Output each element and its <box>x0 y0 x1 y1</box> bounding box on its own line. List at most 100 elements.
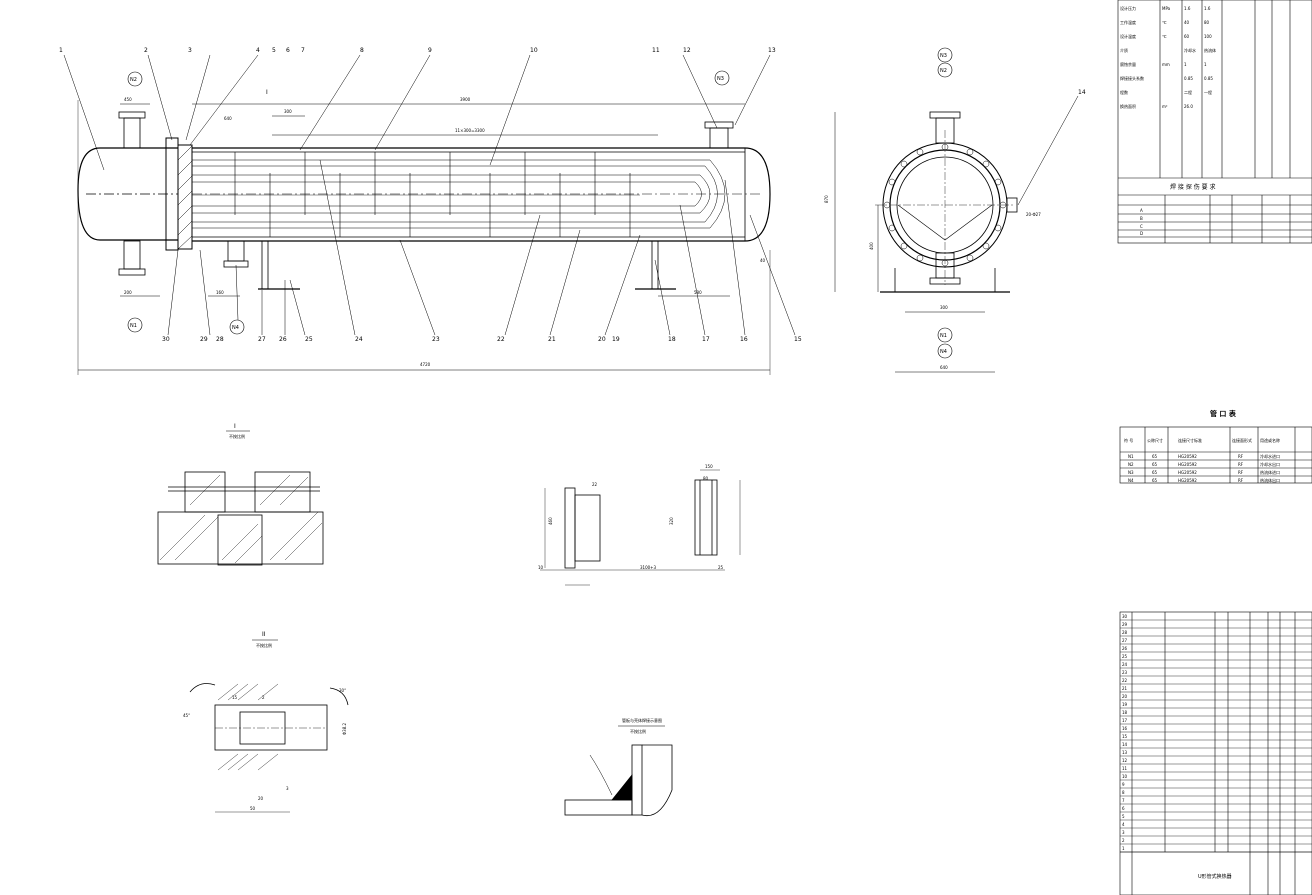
saddle-dim-80: 80 <box>703 476 709 481</box>
tech-row-val: 冷却水 <box>1184 47 1196 53</box>
tech-sub-row: A <box>1140 208 1143 213</box>
detail-ii-dim-50: 50 <box>250 806 256 811</box>
part-number: 6 <box>286 47 290 54</box>
detail-ii-dim-3: 3 <box>286 786 289 791</box>
part-number: 22 <box>497 336 505 343</box>
tech-row-val: 100 <box>1204 34 1212 39</box>
weld-detail-scale: 不按比例 <box>630 728 646 734</box>
parts-row-number: 9 <box>1122 782 1125 787</box>
saddle-dim-10: 10 <box>538 565 544 570</box>
detail-ii-dim-15: 15 <box>232 695 238 700</box>
part-number: 12 <box>683 47 691 54</box>
tech-row-val: 40 <box>1184 20 1190 25</box>
side-nozzle-markers <box>937 47 953 359</box>
detail-ii-dim-2: 2 <box>262 695 265 700</box>
part-number: 13 <box>768 47 776 54</box>
dim-160: 160 <box>216 290 224 295</box>
part-number: 18 <box>668 336 676 343</box>
side-nozzle-n1: N1 <box>940 333 947 339</box>
parts-row-number: 7 <box>1122 798 1125 803</box>
part-number: 29 <box>200 336 208 343</box>
tech-row-label: 程数 <box>1120 89 1128 95</box>
tech-row-val: 60 <box>1184 34 1190 39</box>
detail-ii-angle-45: 45° <box>183 713 190 718</box>
nozzle-header: 符 号 <box>1124 437 1133 443</box>
parts-row-number: 1 <box>1122 846 1125 851</box>
parts-row-number: 3 <box>1122 830 1125 835</box>
tech-row-label: 腐蚀余量 <box>1120 61 1136 67</box>
parts-row-number: 26 <box>1122 646 1128 651</box>
part-number: 15 <box>794 336 802 343</box>
tech-row-unit: MPa <box>1162 6 1171 11</box>
tech-row-val: 0.85 <box>1204 76 1213 81</box>
nozzle-cell: RF <box>1238 470 1244 475</box>
nozzle-cell: RF <box>1238 454 1244 459</box>
main-elevation-view <box>77 100 771 375</box>
weld-detail-title: 管板与壳体焊接示意图 <box>622 717 662 723</box>
side-nozzle-n3: N3 <box>940 53 947 59</box>
tech-sub-row: D <box>1140 231 1143 236</box>
saddle-dim-460: 460 <box>548 517 553 525</box>
side-nozzle-n4: N4 <box>940 349 947 355</box>
tech-row-val: 26.0 <box>1184 104 1193 109</box>
saddle-dim-3100: 3100+3 <box>640 565 657 570</box>
title-block-name: U形管式换热器 <box>1198 873 1232 880</box>
parts-row-number: 12 <box>1122 758 1128 763</box>
detail-ii-title: II <box>262 631 266 638</box>
parts-row-number: 2 <box>1122 838 1125 843</box>
tech-row-val: 1.6 <box>1184 6 1191 11</box>
part-number: 11 <box>652 47 660 54</box>
nozzle-cell: 冷却水进口 <box>1260 453 1280 459</box>
dim-640: 640 <box>224 116 232 121</box>
part-number: 17 <box>702 336 710 343</box>
parts-row-number: 4 <box>1122 822 1125 827</box>
nozzle-cell: 冷却水出口 <box>1260 461 1280 467</box>
part-number: 28 <box>216 336 224 343</box>
dim-450: 450 <box>124 97 132 102</box>
parts-row-number: 10 <box>1122 774 1128 779</box>
nozzle-header: 连接尺寸标准 <box>1178 437 1202 443</box>
parts-row-number: 16 <box>1122 726 1128 731</box>
nozzle-table <box>1119 426 1312 484</box>
part-number: 8 <box>360 47 364 54</box>
tech-table-rows: 设计压力 MPa 1.6 1.6 工作温度 ℃ 40 80 设计温度 ℃ 60 … <box>1120 5 1216 109</box>
nozzle-cell: HG20592 <box>1178 454 1197 459</box>
part-number: 3 <box>188 47 192 54</box>
nozzle-cell: N4 <box>1128 478 1134 483</box>
side-dim-height: 870 <box>824 195 829 203</box>
side-hole-note: 20-Φ27 <box>1026 212 1041 217</box>
parts-row-number: 20 <box>1122 694 1128 699</box>
nozzle-label-n1: N1 <box>130 323 137 329</box>
tech-row-label: 介质 <box>1120 47 1128 53</box>
tech-row-val: 1 <box>1204 62 1207 67</box>
nozzle-cell: N1 <box>1128 454 1134 459</box>
tech-row-unit: mm <box>1162 62 1170 67</box>
parts-row-number: 6 <box>1122 806 1125 811</box>
tech-row-label: 设计温度 <box>1120 33 1136 39</box>
nozzle-cell: 65 <box>1152 454 1158 459</box>
part-number: 10 <box>530 47 538 54</box>
part-numbers-bottom: 30 29 28 27 26 25 24 23 22 21 20 19 18 1… <box>162 336 802 343</box>
tech-row-label: 换热面积 <box>1120 103 1136 109</box>
parts-row-number: 22 <box>1122 678 1128 683</box>
parts-row-number: 13 <box>1122 750 1128 755</box>
nozzle-cell: 65 <box>1152 462 1158 467</box>
nozzle-label-n3: N3 <box>717 76 724 82</box>
part-number: 14 <box>1078 89 1086 96</box>
tech-row-unit: ℃ <box>1162 34 1167 39</box>
tech-row-unit: ℃ <box>1162 20 1167 25</box>
dim-baffle-pitch: 11×300=3300 <box>455 128 485 133</box>
dim-tube-length: 3900 <box>460 97 471 102</box>
parts-row-number: 14 <box>1122 742 1128 747</box>
part-number: 23 <box>432 336 440 343</box>
side-dim-400: 400 <box>869 242 874 250</box>
tech-requirements-table <box>1117 0 1312 244</box>
parts-row-number: 15 <box>1122 734 1128 739</box>
part-number: 25 <box>305 336 313 343</box>
detail-ii-angle-30: 30° <box>339 688 346 693</box>
saddle-dim-320: 320 <box>669 517 674 525</box>
parts-row-number: 18 <box>1122 710 1128 715</box>
detail-ii-dim-20: 20 <box>258 796 264 801</box>
part-number: 19 <box>612 336 620 343</box>
parts-row-number: 11 <box>1122 766 1128 771</box>
